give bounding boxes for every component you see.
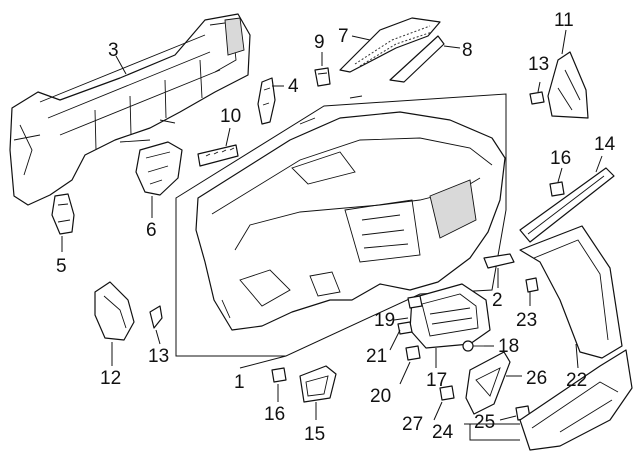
part-7-defroster-grille (339, 17, 441, 73)
part-27-clip (439, 385, 455, 401)
part-11-end-cap (547, 51, 589, 119)
callout-17: 17 (426, 370, 447, 391)
part-23-clip (525, 277, 539, 293)
part-21-clip (397, 321, 413, 335)
part-8-trim-panel (389, 35, 445, 83)
callout-8: 8 (462, 40, 473, 61)
callout-22: 22 (566, 370, 587, 391)
part-6-bracket (135, 141, 183, 196)
part-13-clip-lower (149, 305, 163, 329)
part-19-clip (407, 295, 423, 309)
callout-3: 3 (108, 40, 119, 61)
part-14-trim-strip (519, 167, 615, 243)
part-4-bracket (257, 77, 276, 125)
part-2-bracket (483, 253, 515, 269)
callout-1: 1 (234, 372, 245, 393)
callout-16-upper: 16 (550, 148, 571, 169)
part-17-lower-bezel (409, 283, 491, 349)
callout-15: 15 (304, 424, 325, 445)
callout-21: 21 (366, 346, 387, 367)
part-20-clip (405, 345, 421, 361)
part-15-cover (299, 365, 337, 403)
part-26-console-panel (465, 351, 511, 415)
callout-9: 9 (314, 32, 325, 53)
callout-5: 5 (56, 256, 67, 277)
part-10-switch-bezel (197, 144, 239, 167)
part-18-screw (462, 340, 484, 352)
part-16-clip-lower (271, 367, 287, 383)
callout-20: 20 (370, 386, 391, 407)
callout-23: 23 (516, 310, 537, 331)
callout-14: 14 (594, 134, 616, 155)
callout-16-lower: 16 (264, 404, 285, 425)
callout-6: 6 (146, 220, 157, 241)
part-3-cross-car-beam (9, 13, 251, 206)
callout-12: 12 (100, 368, 121, 389)
callout-25: 25 (474, 412, 495, 433)
part-9-clip (314, 67, 331, 87)
part-5-bracket (51, 193, 75, 235)
callout-26: 26 (526, 368, 547, 389)
callout-27: 27 (402, 414, 423, 435)
leader-lines (61, 29, 603, 441)
callout-18: 18 (498, 336, 519, 357)
part-24-lower-console (519, 349, 633, 451)
callout-19: 19 (374, 310, 395, 331)
part-22-console-trim (519, 225, 623, 359)
part-13-clip-upper (529, 91, 545, 105)
callout-4: 4 (288, 76, 299, 97)
part-1-outline-box (175, 93, 507, 357)
part-1-instrument-panel (195, 95, 506, 331)
callout-10: 10 (220, 106, 241, 127)
callout-11: 11 (554, 10, 574, 31)
part-16-clip-upper (549, 181, 565, 197)
callout-2: 2 (492, 290, 503, 311)
callout-13-upper: 13 (528, 54, 549, 75)
callout-24: 24 (432, 422, 454, 443)
callout-13-lower: 13 (148, 346, 169, 367)
callout-numbers: 1 2 3 4 5 6 7 8 9 10 11 12 13 13 14 15 1… (56, 10, 616, 445)
part-12-end-panel (94, 281, 135, 341)
callout-7: 7 (338, 26, 349, 47)
